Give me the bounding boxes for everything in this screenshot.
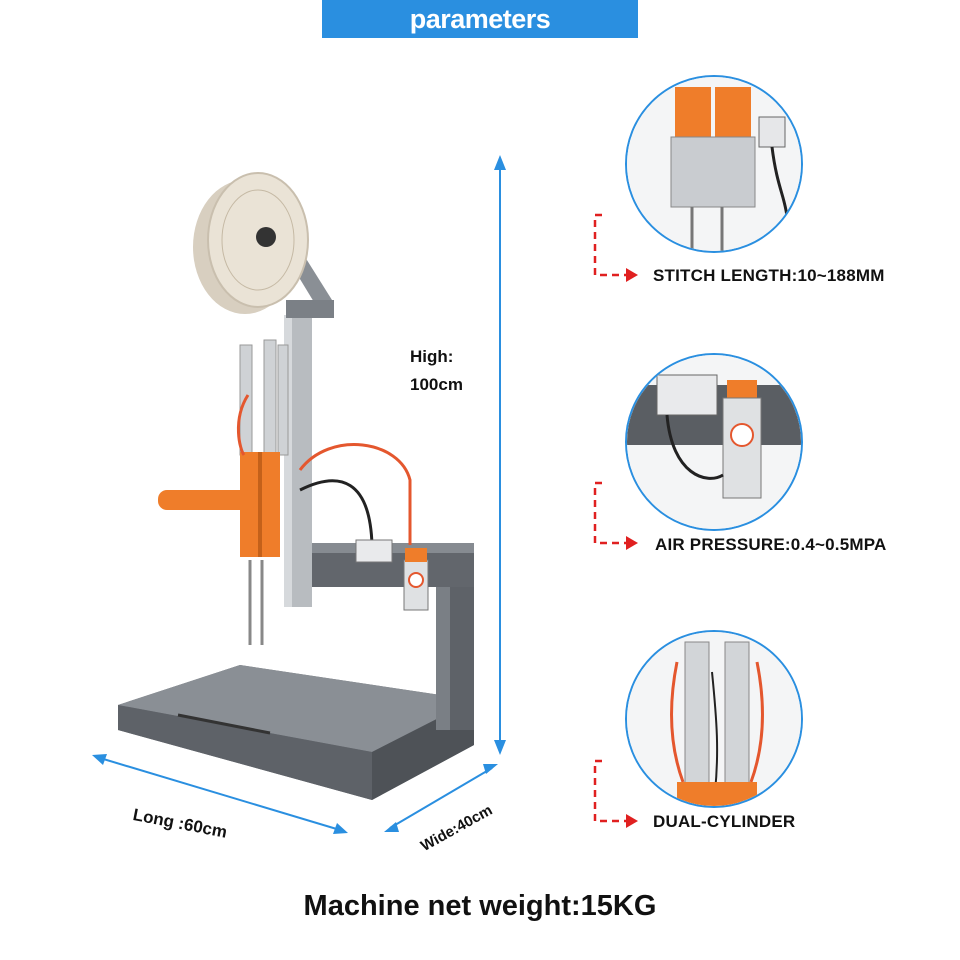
dual-cylinder-detail-photo (625, 630, 803, 808)
machine-weight-caption: Machine net weight:15KG (303, 890, 657, 922)
stitch-detail-photo (625, 75, 803, 253)
air-pressure-connector (593, 481, 638, 550)
air-pressure-detail-photo (625, 353, 803, 531)
stitch-connector (593, 213, 638, 282)
height-label-line1: High: (410, 347, 454, 366)
spec-air-pressure: AIR PRESSURE:0.4~0.5MPA (655, 535, 887, 554)
height-dimension-label: High: 100cm (410, 343, 463, 399)
height-label-line2: 100cm (410, 375, 463, 394)
page-title-banner: parameters (322, 0, 638, 38)
dual-cylinder-connector (593, 759, 638, 828)
spec-stitch-length: STITCH LENGTH:10~188MM (653, 266, 885, 285)
spec-dual-cylinder: DUAL-CYLINDER (653, 812, 796, 831)
